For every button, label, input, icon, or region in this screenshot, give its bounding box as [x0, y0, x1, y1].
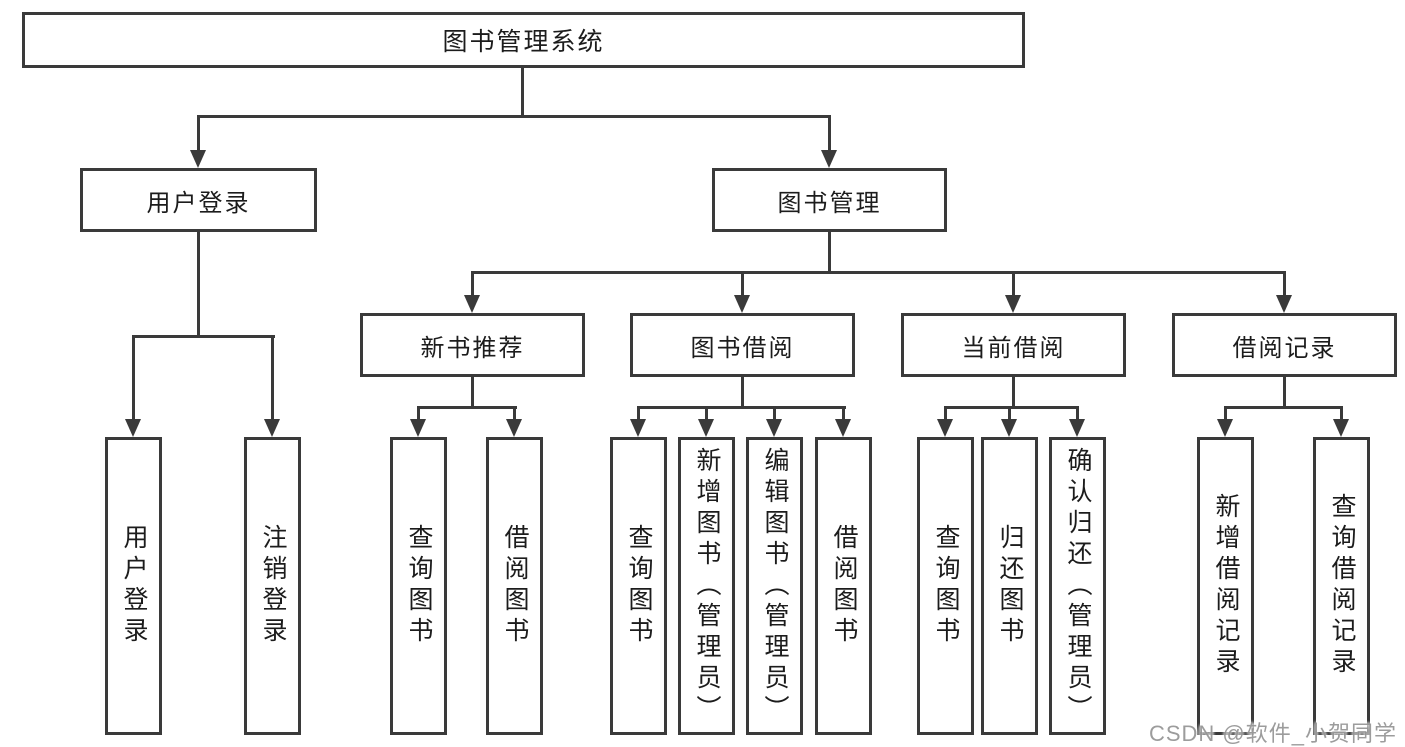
arrow-down-icon	[734, 295, 750, 313]
node-book-management: 图书管理	[712, 168, 947, 232]
leaf-user-login: 用户登录	[105, 437, 162, 735]
connector-line	[197, 115, 200, 153]
connector-line	[471, 377, 474, 409]
leaf-borrow-edit-books-admin: 编辑图书（管理员）	[746, 437, 803, 735]
node-user-login: 用户登录	[80, 168, 317, 232]
connector-line	[132, 335, 135, 423]
connector-line	[637, 406, 846, 409]
arrow-down-icon	[1005, 295, 1021, 313]
arrow-down-icon	[506, 419, 522, 437]
connector-line	[197, 232, 200, 338]
connector-line	[828, 232, 831, 274]
connector-line	[513, 406, 516, 423]
leaf-records-add-record: 新增借阅记录	[1197, 437, 1254, 735]
connector-line	[1283, 271, 1286, 299]
arrow-down-icon	[937, 419, 953, 437]
arrow-down-icon	[464, 295, 480, 313]
connector-line	[944, 406, 947, 423]
leaf-borrow-borrow-books: 借阅图书	[815, 437, 872, 735]
arrow-down-icon	[1333, 419, 1349, 437]
connector-line	[741, 271, 744, 299]
arrow-down-icon	[835, 419, 851, 437]
connector-line	[1008, 406, 1011, 423]
leaf-logout-login: 注销登录	[244, 437, 301, 735]
arrow-down-icon	[1069, 419, 1085, 437]
arrow-down-icon	[1276, 295, 1292, 313]
connector-line	[471, 271, 1286, 274]
connector-line	[1076, 406, 1079, 423]
connector-line	[132, 335, 275, 338]
leaf-current-query-books: 查询图书	[917, 437, 974, 735]
arrow-down-icon	[125, 419, 141, 437]
leaf-current-confirm-return-admin: 确认归还（管理员）	[1049, 437, 1106, 735]
connector-line	[471, 271, 474, 299]
connector-line	[1340, 406, 1343, 423]
node-current-borrowing: 当前借阅	[901, 313, 1126, 377]
arrow-down-icon	[1001, 419, 1017, 437]
watermark: CSDN @软件_小贺同学	[1148, 721, 1397, 746]
connector-line	[944, 406, 1079, 409]
arrow-down-icon	[1217, 419, 1233, 437]
connector-line	[417, 406, 420, 423]
connector-line	[417, 406, 517, 409]
arrow-down-icon	[698, 419, 714, 437]
connector-line	[637, 406, 640, 423]
connector-line	[1224, 406, 1343, 409]
connector-line	[1283, 377, 1286, 409]
leaf-borrow-query-books: 查询图书	[610, 437, 667, 735]
leaf-current-return-books: 归还图书	[981, 437, 1038, 735]
connector-line	[828, 115, 831, 153]
arrow-down-icon	[264, 419, 280, 437]
connector-line	[1224, 406, 1227, 423]
node-new-book-recommend: 新书推荐	[360, 313, 585, 377]
connector-line	[197, 115, 831, 118]
connector-line	[271, 335, 274, 423]
arrow-down-icon	[410, 419, 426, 437]
leaf-records-query-record: 查询借阅记录	[1313, 437, 1370, 735]
leaf-borrow-add-books-admin: 新增图书（管理员）	[678, 437, 735, 735]
connector-line	[1012, 377, 1015, 409]
connector-line	[741, 377, 744, 409]
node-borrowing-records: 借阅记录	[1172, 313, 1397, 377]
leaf-recommend-query-books: 查询图书	[390, 437, 447, 735]
connector-line	[773, 406, 776, 423]
connector-line	[842, 406, 845, 423]
node-root-system: 图书管理系统	[22, 12, 1025, 68]
arrow-down-icon	[821, 150, 837, 168]
connector-line	[705, 406, 708, 423]
arrow-down-icon	[630, 419, 646, 437]
connector-line	[521, 68, 524, 117]
node-book-borrowing: 图书借阅	[630, 313, 855, 377]
arrow-down-icon	[190, 150, 206, 168]
arrow-down-icon	[766, 419, 782, 437]
connector-line	[1012, 271, 1015, 299]
leaf-recommend-borrow-books: 借阅图书	[486, 437, 543, 735]
